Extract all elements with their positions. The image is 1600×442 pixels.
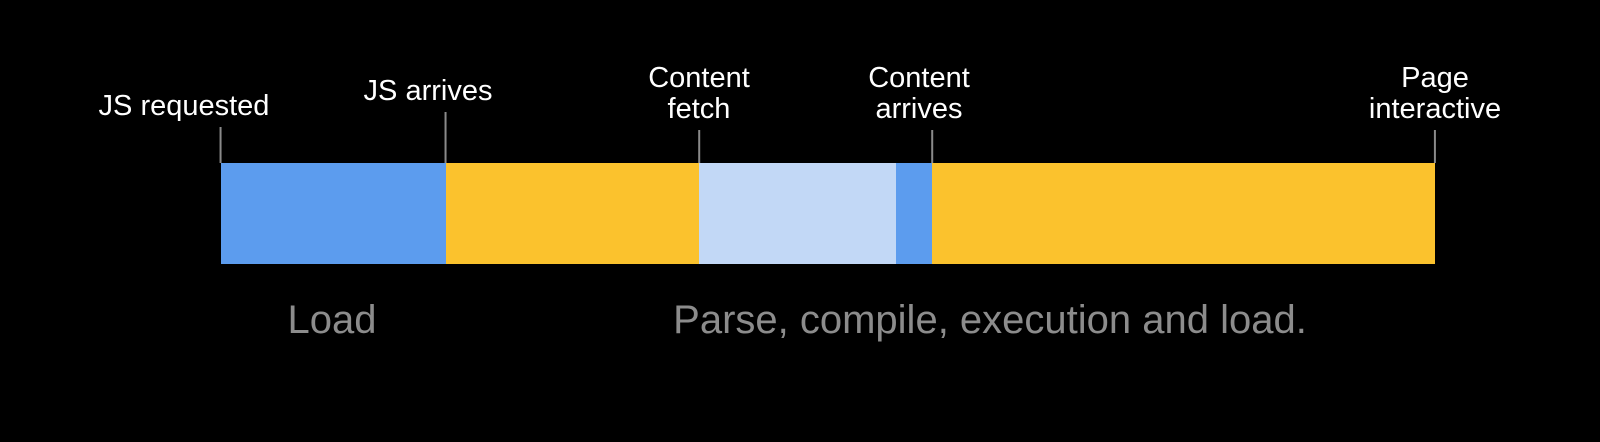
tick-mark: [930, 130, 933, 163]
caption-load: Load: [287, 298, 377, 342]
segment-content-fetch: [699, 163, 896, 264]
milestone-page-interactive: Page interactive: [1369, 63, 1501, 163]
milestone-content-arrives: Content arrives: [868, 63, 983, 163]
milestone-content-fetch: Content fetch: [648, 63, 750, 163]
milestone-js-requested: JS requested: [99, 91, 307, 163]
milestone-label-line: JS arrives: [363, 75, 493, 107]
tick-mark: [219, 127, 222, 163]
tick-mark: [1433, 130, 1436, 163]
milestone-js-arrives: JS arrives: [364, 76, 511, 163]
segment-js-download: [221, 163, 446, 264]
segment-parse-compile-2: [932, 163, 1435, 264]
caption-parse: Parse, compile, execution and load.: [673, 298, 1307, 342]
timeline-bar: [221, 163, 1435, 264]
milestone-label-line: fetch: [667, 93, 731, 125]
segment-content-arrival: [896, 163, 932, 264]
milestone-label: Page interactive: [1369, 63, 1501, 125]
milestone-label-line: Content: [868, 62, 970, 94]
segment-parse-compile-1: [446, 163, 699, 264]
milestone-label: JS arrives: [364, 76, 493, 107]
tick-mark: [697, 130, 700, 163]
milestone-label-line: Content: [648, 62, 750, 94]
tick-mark: [444, 112, 447, 163]
milestone-label-line: interactive: [1368, 93, 1502, 125]
milestone-label: Content fetch: [648, 63, 750, 125]
milestone-label-line: JS requested: [98, 90, 270, 122]
milestone-label: Content arrives: [868, 63, 970, 125]
milestone-label-line: arrives: [875, 93, 963, 125]
milestone-label: JS requested: [99, 91, 270, 122]
milestone-label-line: Page: [1401, 62, 1469, 94]
